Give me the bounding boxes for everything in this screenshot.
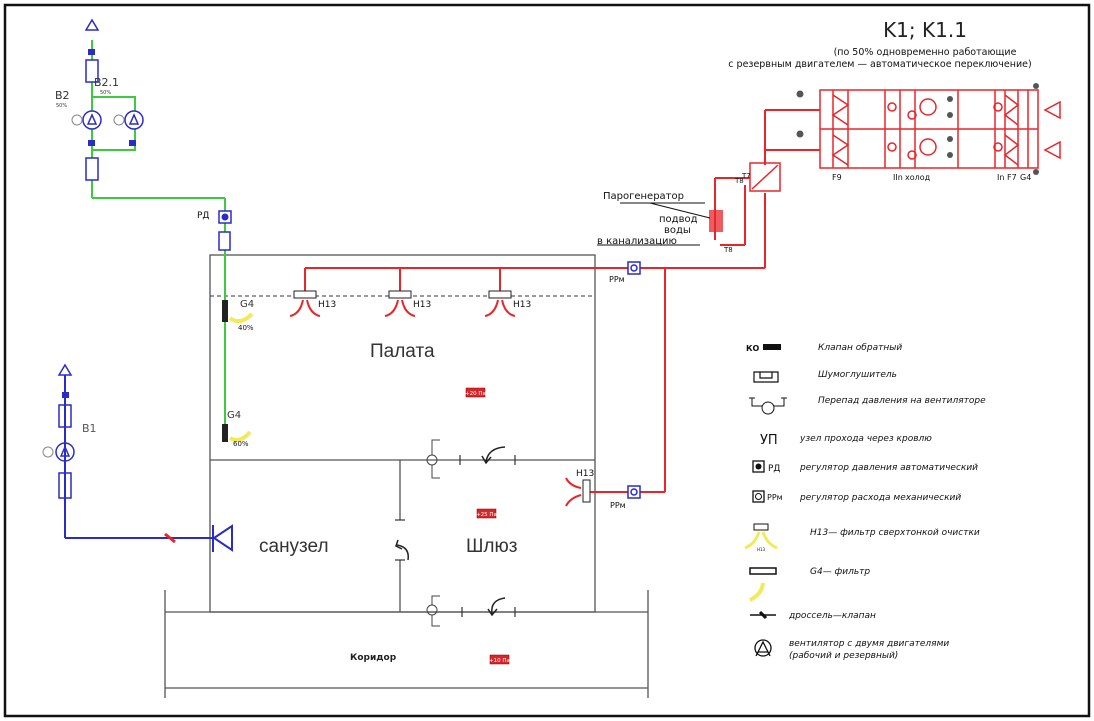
legend-text-h13: H13— фильтр сверхтонкой очистки	[810, 528, 980, 538]
units-title: K1; K1.1	[883, 18, 967, 42]
h13-legend-icon	[753, 523, 769, 531]
room-corridor: Коридор	[350, 653, 397, 663]
ahu-label-f9: F9	[832, 173, 842, 182]
legend-text-roof-pass: узел прохода через кровлю	[799, 434, 932, 444]
fan-b21-label: B2.1	[94, 76, 119, 89]
legend-text-rd: регулятор давления автоматический	[799, 463, 978, 473]
h13-label-4: H13	[576, 469, 594, 479]
room-bathroom: санузел	[259, 536, 329, 557]
exhaust-duct-blue	[64, 375, 233, 552]
check-valve-icon	[62, 49, 136, 398]
rd-label: РД	[197, 211, 209, 221]
fan-b1-label: B1	[82, 422, 97, 435]
pressure-badge: +25 Па	[476, 508, 497, 519]
title-note-2: с резервным двигателем — автоматическое …	[728, 59, 1031, 70]
legend-text-silencer: Шумоглушитель	[818, 370, 897, 380]
pressure-gauge-icon	[426, 439, 440, 627]
h13-filter-icon	[293, 290, 591, 503]
ahu-label-iin: IIn	[893, 173, 903, 182]
legend-text-dual-fan: вентилятор с двумя двигателями	[789, 639, 949, 649]
ahu-label-g4: G4	[1020, 173, 1031, 182]
exhaust-duct-green	[91, 40, 226, 440]
legend-symbol-h13: H13	[757, 547, 766, 552]
legend-text-throttle: дроссель—клапан	[788, 611, 876, 621]
room-ward: Палата	[370, 341, 435, 362]
throttle-valve-icon	[164, 532, 176, 544]
ahu-label-f7: In F7	[997, 173, 1017, 182]
legend-text-g4: G4— фильтр	[810, 567, 870, 577]
heat-exchanger	[749, 162, 781, 192]
g4-filter-icon	[222, 300, 254, 442]
g4-top-share: 40%	[238, 324, 254, 332]
silencer-icon	[58, 59, 231, 499]
h13-label-3: H13	[513, 300, 531, 310]
legend-symbol-rrm: РРм	[767, 493, 783, 502]
supply-duct	[304, 109, 820, 493]
dp-legend-icon	[749, 397, 787, 415]
title-note-1: (по 50% одновременно работающие	[834, 47, 1017, 58]
drawing-frame	[3, 3, 1091, 718]
legend-symbol-up: УП	[760, 433, 778, 448]
check-valve-legend-icon	[763, 344, 781, 350]
pressure-badge-ward: +20 Па	[465, 391, 486, 397]
rrm-mid-label: РРм	[610, 501, 626, 510]
pressure-badge-airlock: +25 Па	[476, 512, 497, 518]
fan-b2-share: 50%	[56, 103, 67, 109]
air-handling-unit	[819, 89, 1061, 169]
t8-label: T8	[734, 177, 744, 185]
water-in-label-2: воды	[664, 225, 691, 236]
steam-generator-label: Парогенератор	[603, 191, 684, 202]
pressure-badge: +20 Па	[465, 387, 486, 398]
room-walls	[164, 254, 649, 698]
pressure-badge-corridor: +10 Па	[489, 658, 510, 664]
drain-label: в канализацию	[597, 236, 677, 247]
g4-bottom-share: 60%	[233, 440, 249, 448]
legend-text-dual-fan-2: (рабочий и резервный)	[789, 651, 898, 661]
water-in-label: подвод	[659, 214, 698, 225]
room-airlock: Шлюз	[466, 536, 517, 557]
pressure-badge: +10 Па	[489, 654, 510, 665]
legend-text-check-valve: Клапан обратный	[818, 343, 902, 353]
g4-top-label: G4	[240, 299, 254, 310]
silencer-legend-icon	[753, 371, 779, 383]
legend-symbol-ko: КО	[746, 344, 760, 353]
fan-b21-share: 50%	[100, 90, 111, 96]
flow-regulator-icon	[627, 261, 641, 499]
steam-generator-icon	[709, 210, 723, 232]
ahu-label-cold: холод	[905, 173, 931, 182]
flow-regulator-legend-icon	[752, 490, 765, 503]
door-arrow-icon	[395, 446, 506, 617]
rrm-top-label: РРм	[609, 275, 625, 284]
dual-motor-fan-legend-icon	[754, 639, 772, 657]
dp-gauge-icon	[42, 114, 125, 458]
t8b-label: T8	[723, 246, 733, 254]
legend-symbol-rd: РД	[768, 464, 780, 474]
h13-label-2: H13	[413, 300, 431, 310]
fan-b2-label: B2	[55, 89, 70, 102]
h13-label-1: H13	[318, 300, 336, 310]
legend: КО Клапан обратный Шумоглушитель Перепад…	[744, 343, 986, 661]
t7-label: T7	[741, 172, 751, 180]
g4-legend-icon	[749, 567, 777, 575]
pressure-regulator-icon	[218, 210, 232, 224]
legend-text-rrm: регулятор расхода механический	[799, 493, 961, 503]
g4-bottom-label: G4	[227, 410, 241, 421]
legend-text-dp: Перепад давления на вентиляторе	[818, 396, 986, 406]
